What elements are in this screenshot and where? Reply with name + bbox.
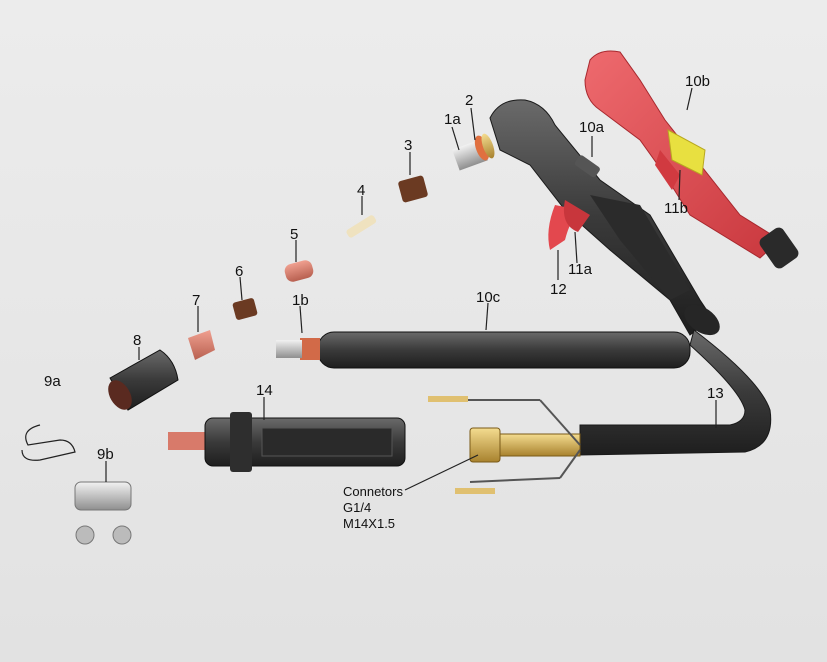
label-3: 3 bbox=[404, 137, 412, 154]
label-1a: 1a bbox=[444, 111, 461, 128]
label-6: 6 bbox=[235, 263, 243, 280]
label-13: 13 bbox=[707, 385, 724, 402]
connectors-caption: Connetors G1/4 M14X1.5 bbox=[343, 484, 403, 532]
part-5 bbox=[284, 260, 314, 282]
label-7: 7 bbox=[192, 292, 200, 309]
label-4: 4 bbox=[357, 182, 365, 199]
label-11b: 11b bbox=[664, 200, 688, 217]
label-10c: 10c bbox=[476, 289, 501, 306]
connectors-title: Connetors bbox=[343, 484, 403, 499]
spacer-9b bbox=[74, 481, 132, 545]
shield-cup-8 bbox=[108, 349, 179, 411]
connectors-thread-2: M14X1.5 bbox=[343, 516, 396, 531]
label-9b: 9b bbox=[97, 446, 114, 463]
gas-connector bbox=[428, 396, 581, 494]
front-connector-1a-2 bbox=[452, 133, 495, 171]
connectors-thread-1: G1/4 bbox=[343, 500, 372, 515]
label-1b: 1b bbox=[292, 292, 309, 309]
label-8: 8 bbox=[133, 332, 141, 349]
part-4 bbox=[346, 215, 377, 238]
label-11a: 11a bbox=[568, 261, 593, 278]
spring-9a bbox=[21, 424, 76, 461]
label-10b: 10b bbox=[685, 73, 710, 90]
label-14: 14 bbox=[256, 382, 273, 399]
part-7 bbox=[188, 330, 215, 360]
red-torch-10b bbox=[584, 50, 799, 269]
label-9a: 9a bbox=[44, 373, 61, 390]
part-6 bbox=[232, 298, 258, 320]
label-10a: 10a bbox=[579, 119, 605, 136]
label-5: 5 bbox=[290, 226, 298, 243]
label-12: 12 bbox=[550, 281, 567, 298]
trigger-11a bbox=[563, 200, 590, 232]
leader-lines bbox=[105, 87, 717, 491]
part-3 bbox=[398, 175, 428, 203]
straight-torch-10c bbox=[276, 331, 691, 369]
label-2: 2 bbox=[465, 92, 473, 109]
handle-14 bbox=[168, 412, 406, 472]
torch-handle-10a bbox=[489, 99, 772, 456]
